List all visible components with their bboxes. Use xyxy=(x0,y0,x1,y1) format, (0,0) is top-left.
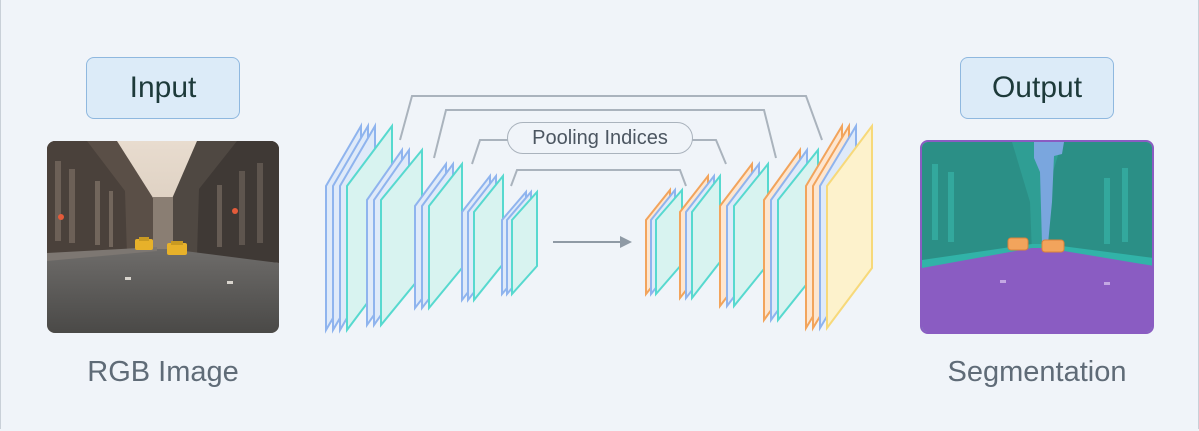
decoder-block-5 xyxy=(805,122,873,332)
input-rgb-image xyxy=(47,141,279,333)
skip-connection-1 xyxy=(399,95,823,141)
encoder-block-3 xyxy=(414,160,463,311)
skip-connection-2 xyxy=(433,109,777,159)
encoder-block-2 xyxy=(366,146,423,329)
output-caption: Segmentation xyxy=(947,356,1127,388)
pooling-indices-text: Pooling Indices xyxy=(532,126,668,149)
encoder-block-4 xyxy=(461,173,504,303)
city-street-photo xyxy=(47,141,279,333)
input-caption: RGB Image xyxy=(87,356,239,388)
input-label: Input xyxy=(129,71,197,104)
pooling-indices-label: Pooling Indices xyxy=(507,122,693,154)
skip-connections xyxy=(399,95,823,187)
decoder-block-3 xyxy=(719,161,769,309)
encoder-block-5 xyxy=(501,189,538,297)
output-segmentation-image xyxy=(920,140,1154,334)
output-label: Output xyxy=(991,71,1083,104)
input-label-box: Input xyxy=(86,57,240,119)
segmentation-map xyxy=(922,142,1152,332)
output-label-box: Output xyxy=(960,57,1114,119)
decoder-block-2 xyxy=(679,173,721,301)
skip-connection-4 xyxy=(510,169,687,187)
decoder-block-1 xyxy=(645,187,683,297)
arrow-right-icon xyxy=(553,236,632,248)
